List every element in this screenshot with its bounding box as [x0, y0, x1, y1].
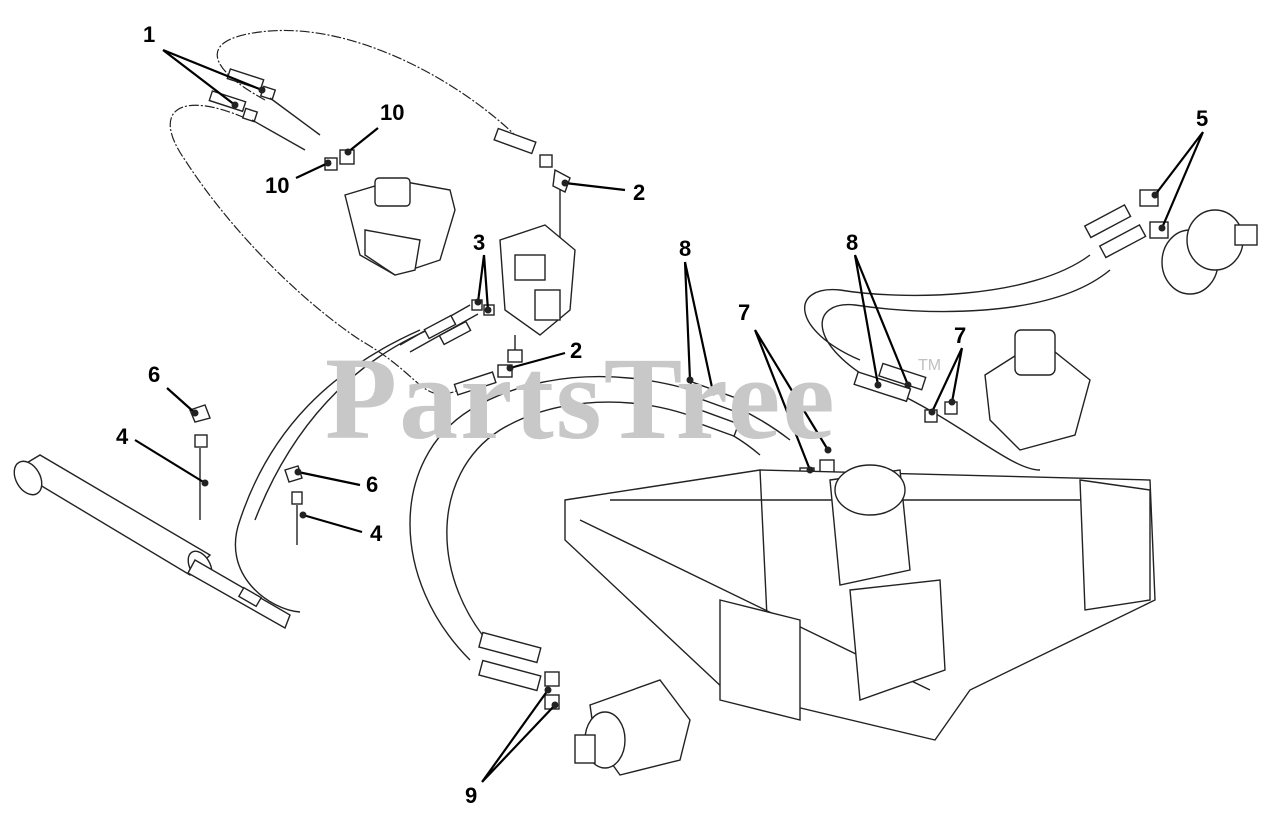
fittings-item-9 — [478, 631, 560, 710]
fittings-item-6-4-mid — [284, 465, 303, 545]
hydraulic-cylinder — [13, 454, 291, 630]
callout-8-right: 8 — [846, 230, 859, 255]
leader-lines — [134, 48, 1205, 783]
callout-8-left: 8 — [679, 236, 692, 261]
wheel-motor-lower — [574, 679, 691, 776]
wheel-motor-right — [1161, 209, 1258, 295]
fittings-item-10 — [324, 149, 355, 171]
tractor-frame — [564, 464, 1156, 741]
hose-left-long — [234, 329, 421, 613]
callout-1: 1 — [143, 22, 156, 47]
callout-3: 3 — [473, 230, 486, 255]
callout-6-left: 6 — [148, 362, 161, 387]
hose-right-inner — [821, 269, 1111, 471]
callout-6-mid: 6 — [366, 472, 379, 497]
spool-valve — [499, 224, 576, 336]
callout-10-lower: 10 — [265, 173, 290, 198]
callout-2-upper: 2 — [633, 180, 646, 205]
watermark-trademark: TM — [918, 357, 942, 374]
fittings-item-5 — [1083, 189, 1169, 259]
hose-right-outer — [804, 254, 1091, 361]
control-valve — [344, 177, 456, 276]
hose-big-arc-inner — [446, 401, 761, 651]
pump-right — [984, 329, 1091, 451]
fittings-item-6-4-left — [189, 404, 211, 520]
callout-2-mid: 2 — [570, 338, 583, 363]
fittings-item-1 — [208, 68, 321, 151]
elbow-fitting-2-upper — [493, 127, 571, 193]
callout-9: 9 — [465, 783, 478, 808]
watermark: PartsTree — [325, 333, 837, 464]
hose-left-loop — [169, 104, 471, 395]
elbow-fitting-2-mid — [453, 349, 523, 396]
hose-left-long-b — [254, 324, 441, 521]
callout-7-right: 7 — [954, 323, 967, 348]
callout-10-upper: 10 — [380, 100, 405, 125]
callout-5: 5 — [1196, 106, 1209, 131]
hose-upper-loop — [216, 29, 521, 141]
fittings-item-7-8-right — [853, 362, 958, 423]
callout-4-mid: 4 — [370, 521, 383, 546]
callout-4-left: 4 — [116, 424, 129, 449]
callout-7-left: 7 — [738, 300, 751, 325]
